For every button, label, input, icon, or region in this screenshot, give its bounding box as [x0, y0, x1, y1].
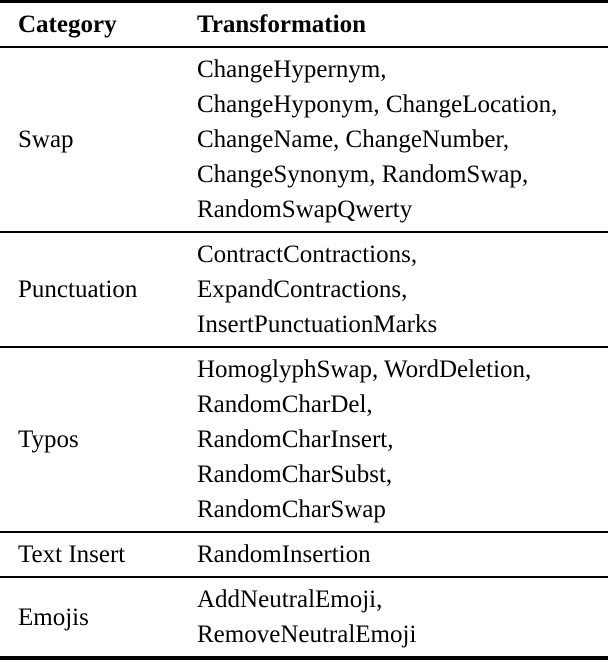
table-row: Emojis AddNeutralEmoji, RemoveNeutralEmoji	[0, 578, 608, 656]
category-cell: Typos	[18, 426, 79, 453]
table-row: Swap ChangeHypernym, ChangeHyponym, Change…	[0, 48, 608, 233]
transformation-line: RandomInsertion	[197, 541, 371, 568]
transformation-line: ChangeHypernym,	[197, 56, 387, 83]
category-cell: Punctuation	[18, 276, 138, 303]
table-row: Typos HomoglyphSwap, WordDeletion, RandomC…	[0, 348, 608, 533]
transformation-line: HomoglyphSwap, WordDeletion,	[197, 356, 532, 383]
transformation-line: AddNeutralEmoji,	[197, 586, 383, 613]
transformation-line: RandomCharSubst,	[197, 461, 393, 488]
transformation-line: RandomCharInsert,	[197, 426, 394, 453]
transformation-line: ContractContractions,	[197, 241, 418, 268]
transformation-line: ChangeSynonym, RandomSwap,	[197, 161, 529, 188]
transformation-line: ExpandContractions,	[197, 276, 408, 303]
transformation-line: ChangeName, ChangeNumber,	[197, 126, 510, 153]
transformation-cell: RandomInsertion	[197, 537, 608, 572]
transformation-cell: HomoglyphSwap, WordDeletion, RandomCharDe…	[197, 352, 608, 527]
transformation-line: RandomCharSwap	[197, 496, 386, 523]
transformation-line: ChangeHyponym, ChangeLocation,	[197, 91, 558, 118]
transformation-cell: ContractContractions, ExpandContractions,…	[197, 237, 608, 342]
transformation-line: RandomSwapQwerty	[197, 196, 413, 223]
transformation-line: RemoveNeutralEmoji	[197, 621, 417, 648]
transformation-cell: ChangeHypernym, ChangeHyponym, ChangeLoca…	[197, 52, 608, 227]
transformation-cell: AddNeutralEmoji, RemoveNeutralEmoji	[197, 582, 608, 652]
transformation-line: RandomCharDel,	[197, 391, 373, 418]
table-body: Swap ChangeHypernym, ChangeHyponym, Change…	[0, 48, 608, 656]
category-cell: Text Insert	[18, 541, 126, 568]
table-row: Punctuation ContractContractions, ExpandCo…	[0, 233, 608, 348]
table-row: Text Insert RandomInsertion	[0, 533, 608, 578]
column-header-category: Category	[18, 11, 117, 38]
category-cell: Swap	[18, 126, 74, 153]
category-cell: Emojis	[18, 603, 89, 631]
transformation-line: InsertPunctuationMarks	[197, 311, 438, 338]
table-header-row: Category Transformation	[0, 3, 608, 48]
column-header-transformation: Transformation	[197, 11, 366, 38]
